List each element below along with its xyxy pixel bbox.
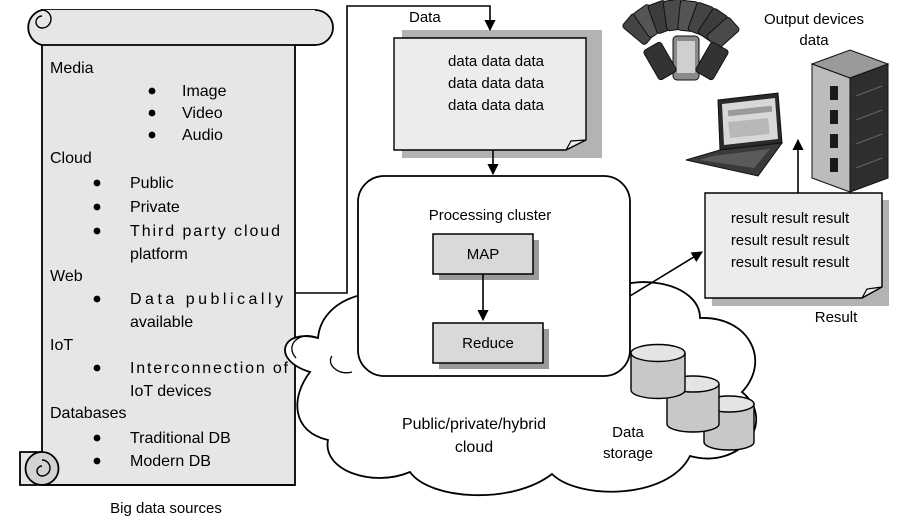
data-label: Data (409, 9, 441, 26)
item-image: Image (182, 83, 227, 100)
bullet (93, 295, 101, 303)
item-private: Private (130, 199, 180, 216)
item-web-line1: Data publically (130, 291, 283, 308)
group-title-databases: Databases (50, 405, 127, 422)
item-third-party-line2: platform (130, 246, 188, 263)
item-iot-line2: IoT devices (130, 383, 212, 400)
result-document (704, 192, 883, 299)
sources-scroll (19, 9, 334, 486)
bullet (93, 434, 101, 442)
bullet (93, 179, 101, 187)
item-video: Video (182, 105, 223, 122)
bullet (93, 457, 101, 465)
reduce-label: Reduce (462, 335, 514, 352)
scroll-bottom-curl (24, 451, 60, 486)
map-label: MAP (467, 246, 500, 263)
sources-to-data-arrow (295, 5, 496, 294)
cluster-title: Processing cluster (429, 207, 552, 224)
scroll-top-curl (27, 9, 334, 46)
group-title-media: Media (50, 60, 94, 77)
item-iot-line1: Interconnection of (130, 360, 289, 377)
laptop-icon (685, 92, 784, 177)
bullet (93, 364, 101, 372)
map-box (432, 233, 534, 275)
item-modern-db: Modern DB (130, 453, 211, 470)
item-web-line2: available (130, 314, 193, 331)
result-label: Result (815, 309, 858, 326)
result-doc-line3: result result result (731, 254, 850, 271)
cluster-to-result-arrow (629, 251, 703, 297)
bullet (148, 109, 156, 117)
output-devices-line2: data (799, 32, 829, 49)
group-title-cloud: Cloud (50, 150, 92, 167)
phones-fan-icon (622, 0, 740, 81)
data-storage (630, 343, 755, 451)
reduce-box (432, 322, 544, 364)
group-title-web: Web (50, 268, 83, 285)
storage-label-line2: storage (603, 445, 653, 462)
cloud-label-line1: Public/private/hybrid (402, 416, 546, 433)
bullet (148, 131, 156, 139)
bullet (148, 87, 156, 95)
data-doc-line1: data data data (448, 53, 545, 70)
bullet (93, 203, 101, 211)
item-audio: Audio (182, 127, 223, 144)
data-document (393, 37, 587, 151)
server-rack-icon (810, 49, 890, 193)
item-third-party-line1: Third party cloud (130, 223, 280, 240)
data-doc-line3: data data data (448, 97, 545, 114)
cloud-label-line2: cloud (455, 439, 493, 456)
storage-label-line1: Data (612, 424, 644, 441)
result-doc-line1: result result result (731, 210, 850, 227)
group-title-iot: IoT (50, 337, 73, 354)
item-traditional-db: Traditional DB (130, 430, 231, 447)
item-public: Public (130, 175, 174, 192)
data-doc-line2: data data data (448, 75, 545, 92)
bullet (93, 227, 101, 235)
output-devices-line1: Output devices (764, 11, 864, 28)
result-doc-line2: result result result (731, 232, 850, 249)
sources-caption: Big data sources (110, 500, 222, 517)
